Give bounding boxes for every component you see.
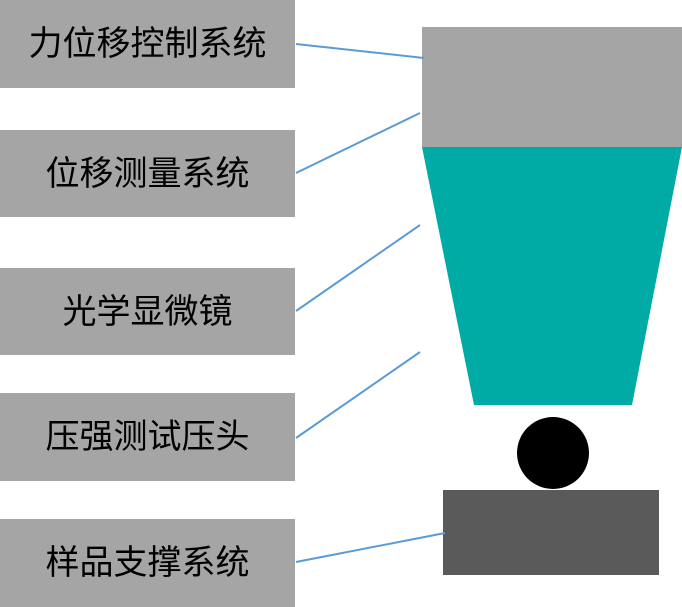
indenter-tip-label: 压强测试压头: [0, 393, 295, 481]
actuator-block: [422, 27, 682, 147]
leader-line-displacement: [295, 112, 421, 174]
optical-microscope-text: 光学显微镜: [62, 291, 233, 332]
optical-microscope-label: 光学显微镜: [0, 268, 295, 355]
force-displacement-control-text: 力位移控制系统: [28, 24, 267, 64]
indenter-ball: [517, 417, 589, 489]
force-displacement-control-label: 力位移控制系统: [0, 0, 295, 88]
sample-stage: [443, 490, 659, 575]
sample-support-label: 样品支撑系统: [0, 519, 295, 607]
leader-line-force-control: [295, 43, 425, 59]
indenter-tip-text: 压强测试压头: [45, 417, 250, 457]
displacement-measurement-label: 位移测量系统: [0, 130, 295, 217]
leader-line-sample: [295, 532, 446, 563]
sample-support-text: 样品支撑系统: [45, 543, 250, 583]
leader-line-optical: [295, 224, 421, 312]
objective-body: [422, 147, 682, 405]
leader-line-indenter: [295, 351, 421, 439]
displacement-measurement-text: 位移测量系统: [45, 153, 250, 194]
